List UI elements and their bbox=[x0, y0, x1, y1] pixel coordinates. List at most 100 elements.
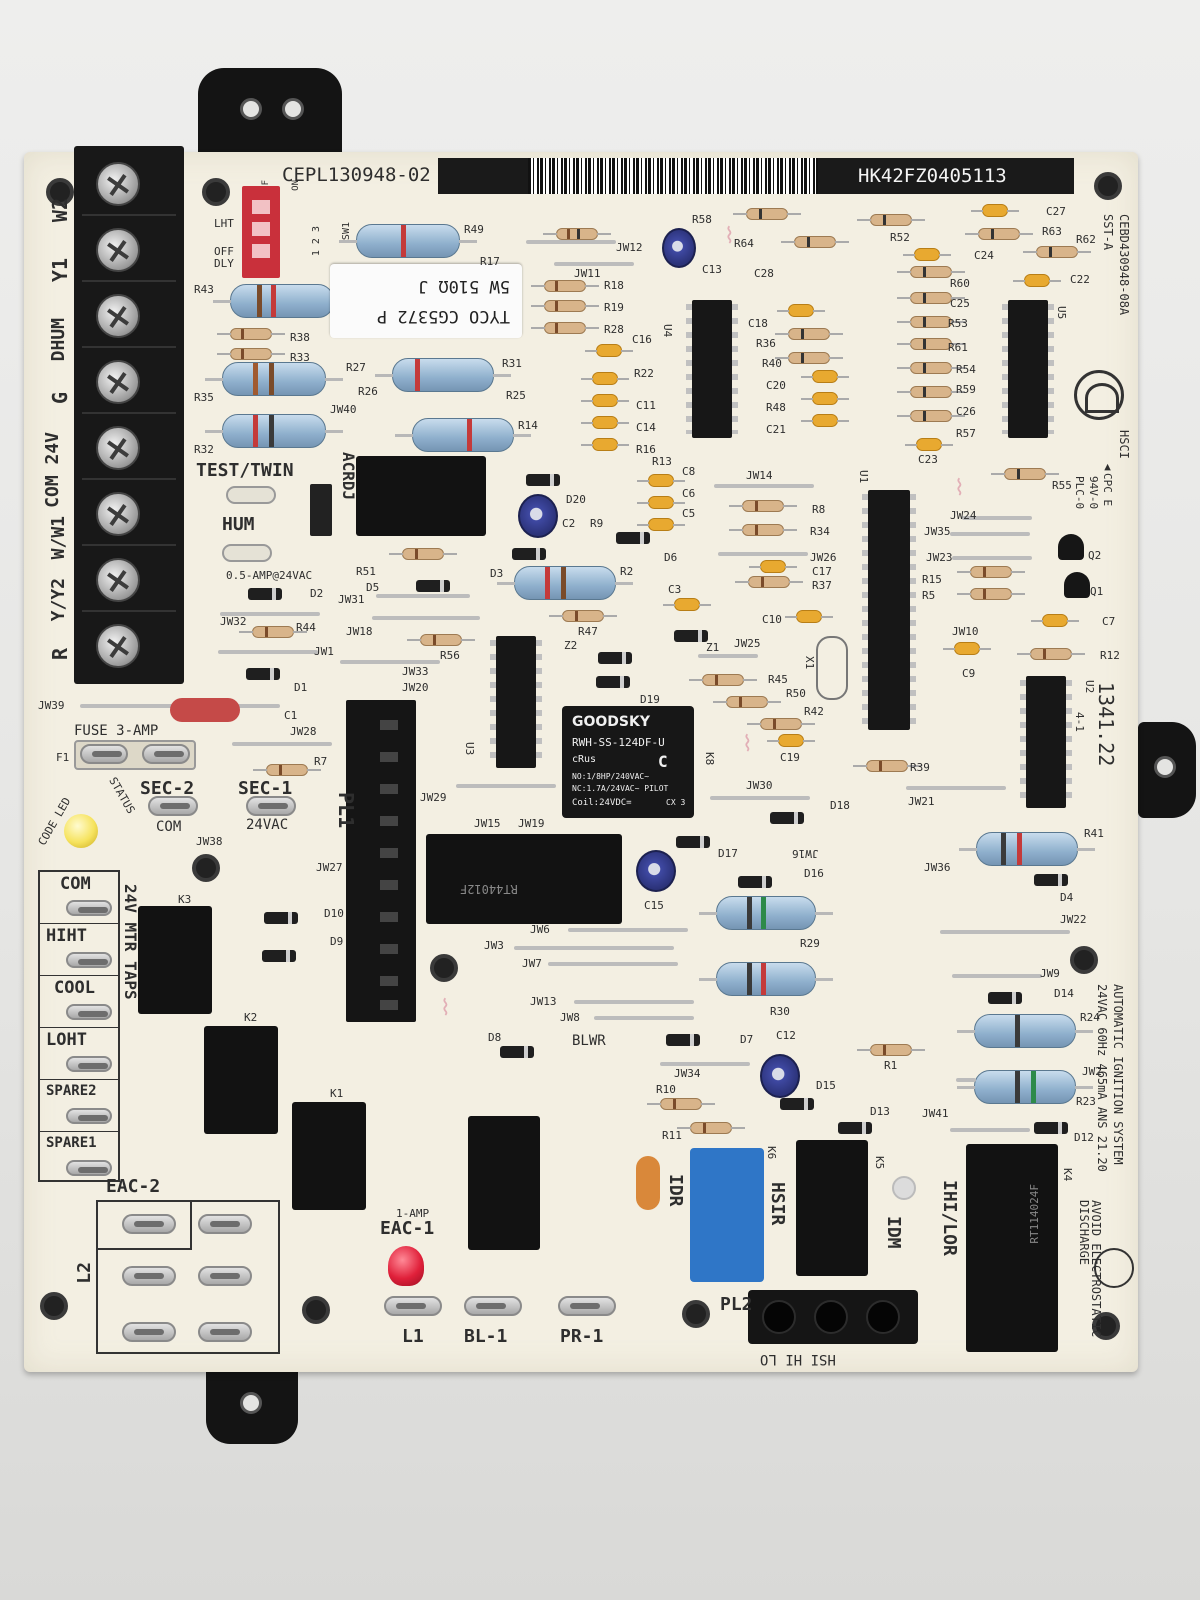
terminal-r[interactable] bbox=[82, 618, 176, 678]
jumper-wire bbox=[718, 552, 808, 556]
screw-icon[interactable] bbox=[96, 558, 140, 602]
ref-label: D15 bbox=[816, 1079, 836, 1092]
serial-number: HK42FZ0405113 bbox=[818, 158, 1074, 194]
small-resistor bbox=[217, 328, 285, 340]
small-resistor bbox=[407, 634, 475, 646]
ref-label: R39 bbox=[910, 761, 930, 774]
ref-label: R54 bbox=[956, 363, 976, 376]
ref-label: C8 bbox=[682, 465, 696, 478]
ref-label: JW25 bbox=[734, 637, 761, 650]
l2-terminal[interactable] bbox=[122, 1322, 176, 1342]
small-resistor bbox=[897, 386, 965, 398]
eac-1-label: EAC-1 bbox=[380, 1218, 435, 1239]
electrolytic-capacitor bbox=[636, 850, 676, 892]
eac-2-terminal[interactable] bbox=[122, 1214, 176, 1234]
terminal-com[interactable] bbox=[82, 420, 176, 480]
ref-label: R48 bbox=[766, 401, 786, 414]
relay-k8-lower bbox=[468, 1116, 540, 1250]
ref-label: C5 bbox=[682, 507, 696, 520]
sec-2-terminal[interactable] bbox=[148, 796, 198, 816]
ref-label: JW32 bbox=[220, 615, 247, 628]
mounting-hole bbox=[1070, 946, 1098, 974]
ceramic-capacitor bbox=[767, 734, 815, 747]
ref-label: R25 bbox=[506, 389, 526, 402]
ref-label: R19 bbox=[604, 301, 624, 314]
connector-pl1[interactable] bbox=[346, 700, 416, 1022]
relay-acrdj bbox=[356, 456, 486, 536]
eac-2-terminal[interactable] bbox=[198, 1214, 252, 1234]
ref-label: R63 bbox=[1042, 225, 1062, 238]
connector-pl2[interactable] bbox=[748, 1290, 918, 1344]
sec-1-terminal[interactable] bbox=[246, 796, 296, 816]
ref-label: JW24 bbox=[950, 509, 977, 522]
screw-icon[interactable] bbox=[96, 162, 140, 206]
tap-terminal[interactable] bbox=[66, 1056, 112, 1072]
capacitor-c1 bbox=[170, 698, 240, 722]
relay-k3 bbox=[138, 906, 212, 1014]
ref-label: C10 bbox=[762, 613, 782, 626]
small-resistor bbox=[775, 352, 843, 364]
dip-toggle-1[interactable] bbox=[252, 200, 270, 214]
tap-spare1: SPARE1 bbox=[46, 1135, 97, 1151]
l2-terminal[interactable] bbox=[122, 1266, 176, 1286]
small-resistor bbox=[991, 468, 1059, 480]
terminal-g[interactable] bbox=[82, 354, 176, 414]
tap-terminal[interactable] bbox=[66, 1160, 112, 1176]
small-resistor bbox=[853, 760, 921, 772]
terminal-w-w1[interactable] bbox=[82, 486, 176, 546]
terminal-w2[interactable] bbox=[82, 156, 176, 216]
terminal-y1[interactable] bbox=[82, 222, 176, 282]
eac-2-terminal-box bbox=[96, 1200, 280, 1354]
ref-label: JW35 bbox=[924, 525, 951, 538]
screw-icon[interactable] bbox=[96, 624, 140, 668]
tap-terminal[interactable] bbox=[66, 1108, 112, 1124]
terminal-dhum[interactable] bbox=[82, 288, 176, 348]
ref-label: Q1 bbox=[1090, 585, 1104, 598]
dip-toggle-3[interactable] bbox=[252, 244, 270, 258]
l1-terminal[interactable] bbox=[384, 1296, 442, 1316]
mounting-hole bbox=[40, 1292, 68, 1320]
jumper-wire bbox=[220, 612, 320, 616]
bl-1-terminal[interactable] bbox=[464, 1296, 522, 1316]
ref-label: R37 bbox=[812, 579, 832, 592]
ref-label: R29 bbox=[800, 937, 820, 950]
screw-icon[interactable] bbox=[96, 426, 140, 470]
ref-label: R16 bbox=[636, 443, 656, 456]
diode bbox=[596, 676, 630, 688]
screw-icon[interactable] bbox=[96, 360, 140, 404]
ref-label: D9 bbox=[330, 935, 344, 948]
ref-label: R9 bbox=[590, 517, 604, 530]
dip-switch[interactable] bbox=[242, 186, 280, 278]
dip-toggle-2[interactable] bbox=[252, 222, 270, 236]
diode bbox=[500, 1046, 534, 1058]
small-resistor bbox=[1017, 648, 1085, 660]
tap-terminal[interactable] bbox=[66, 1004, 112, 1020]
f1-label: F1 bbox=[56, 751, 70, 764]
top-mounting-tab bbox=[198, 68, 342, 168]
mounting-hole bbox=[46, 178, 74, 206]
terminal-y-y2[interactable] bbox=[82, 552, 176, 612]
hum-pins[interactable] bbox=[222, 544, 272, 562]
pr-1-terminal[interactable] bbox=[558, 1296, 616, 1316]
fuse-label: FUSE 3-AMP bbox=[74, 723, 159, 739]
screw-icon[interactable] bbox=[96, 492, 140, 536]
test-twin-pins[interactable] bbox=[226, 486, 276, 504]
screw-icon[interactable] bbox=[96, 228, 140, 272]
l2-terminal[interactable] bbox=[198, 1266, 252, 1286]
goodsky-cert: cRus bbox=[572, 754, 597, 765]
diode bbox=[616, 532, 650, 544]
dip-lht-label: LHT bbox=[214, 217, 234, 230]
ref-label: R1 bbox=[884, 1059, 898, 1072]
diode bbox=[780, 1098, 814, 1110]
screw-icon[interactable] bbox=[96, 294, 140, 338]
tap-terminal[interactable] bbox=[66, 952, 112, 968]
ref-label: R52 bbox=[890, 231, 910, 244]
ref-label: R41 bbox=[1084, 827, 1104, 840]
hum-label: HUM bbox=[222, 514, 255, 535]
tap-terminal[interactable] bbox=[66, 900, 112, 916]
ceramic-capacitor bbox=[801, 414, 849, 427]
relay-k1-label: K1 bbox=[330, 1087, 344, 1100]
l2-terminal[interactable] bbox=[198, 1322, 252, 1342]
diode bbox=[264, 912, 298, 924]
ref-label: R62 bbox=[1076, 233, 1096, 246]
